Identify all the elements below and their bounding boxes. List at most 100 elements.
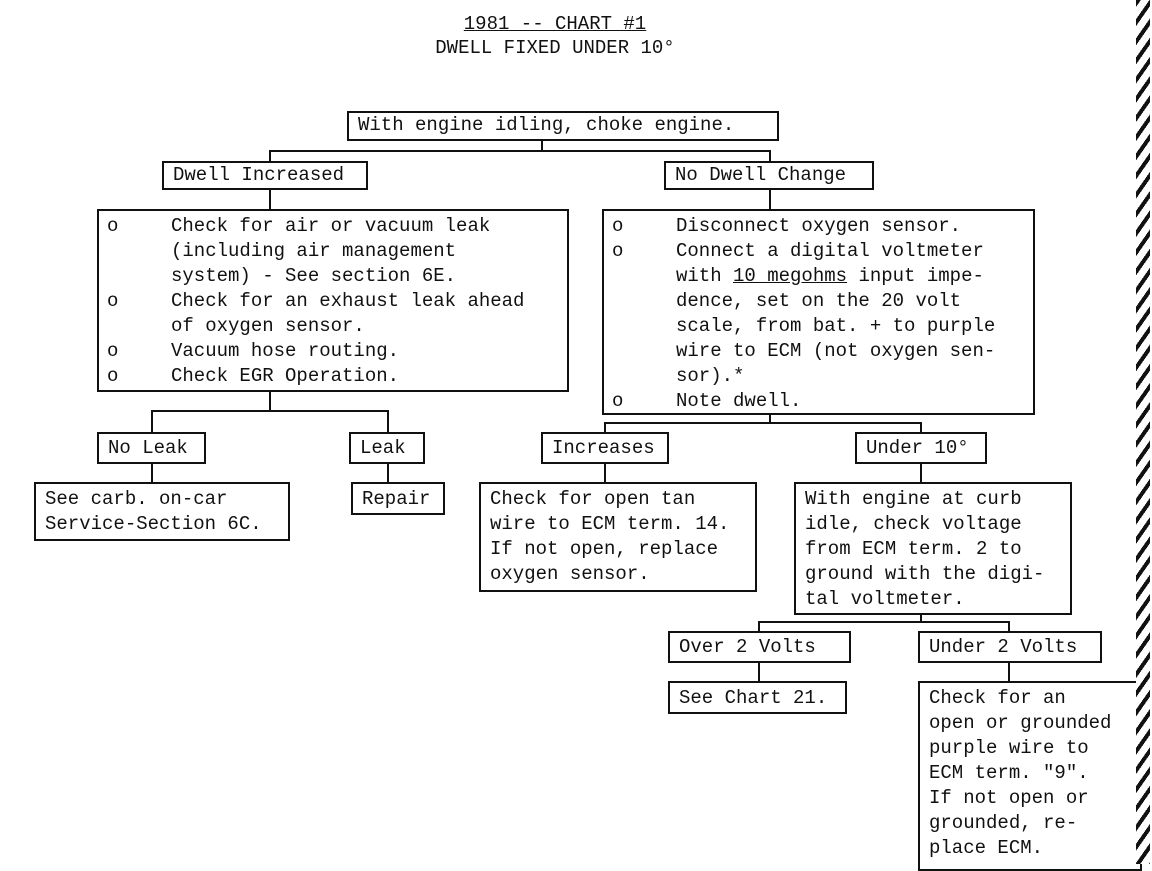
list-text: Connect a digital voltmeter bbox=[676, 240, 984, 262]
list-item: o Vacuum hose routing. bbox=[99, 339, 567, 364]
check-purple-text: ECM term. "9". bbox=[929, 762, 1089, 784]
connector bbox=[758, 621, 760, 633]
check-tan-text: wire to ECM term. 14. bbox=[490, 513, 730, 535]
list-text: Check EGR Operation. bbox=[171, 365, 400, 387]
connector bbox=[541, 139, 543, 151]
bullet: o bbox=[107, 215, 119, 237]
bullet: o bbox=[107, 365, 119, 387]
connector bbox=[604, 422, 606, 434]
connector bbox=[769, 150, 771, 162]
curb-idle-text: With engine at curb bbox=[805, 488, 1022, 510]
list-text: Check for air or vacuum leak bbox=[171, 215, 491, 237]
check-tan-text: Check for open tan bbox=[490, 488, 696, 510]
list-item: (including air management bbox=[99, 239, 567, 264]
list-item: o Check for an exhaust leak ahead bbox=[99, 289, 567, 314]
curb-idle-text: tal voltmeter. bbox=[805, 588, 965, 610]
list-item: with 10 megohms input impe- bbox=[604, 264, 1033, 289]
list-item: of oxygen sensor. bbox=[99, 314, 567, 339]
connector bbox=[758, 661, 760, 683]
bullet: o bbox=[107, 340, 119, 362]
list-text: Disconnect oxygen sensor. bbox=[676, 215, 962, 237]
left-checks-box: o Check for air or vacuum leak (including… bbox=[97, 209, 569, 392]
see-chart21-text: See Chart 21. bbox=[679, 687, 828, 709]
list-item: o Check for air or vacuum leak bbox=[99, 214, 567, 239]
under-10-box: Under 10° bbox=[855, 432, 987, 464]
check-purple-box: Check for an open or grounded purple wir… bbox=[918, 681, 1142, 871]
connector bbox=[604, 422, 922, 424]
connector bbox=[269, 150, 271, 162]
start-text: With engine idling, choke engine. bbox=[358, 114, 735, 136]
connector bbox=[1008, 621, 1010, 633]
repair-text: Repair bbox=[362, 488, 431, 510]
list-item: o Disconnect oxygen sensor. bbox=[604, 214, 1033, 239]
megohms-underlined: 10 megohms bbox=[733, 265, 848, 287]
over-2v-label: Over 2 Volts bbox=[679, 636, 816, 658]
list-text: wire to ECM (not oxygen sen- bbox=[676, 340, 996, 362]
connector bbox=[769, 188, 771, 210]
list-item: o Check EGR Operation. bbox=[99, 364, 567, 389]
connector bbox=[1008, 661, 1010, 683]
list-item: o Connect a digital voltmeter bbox=[604, 239, 1033, 264]
connector bbox=[269, 390, 271, 412]
check-purple-text: grounded, re- bbox=[929, 812, 1078, 834]
check-purple-text: Check for an bbox=[929, 687, 1066, 709]
under-10-label: Under 10° bbox=[866, 437, 969, 459]
no-dwell-change-label: No Dwell Change bbox=[675, 164, 847, 186]
under-2v-label: Under 2 Volts bbox=[929, 636, 1078, 658]
connector bbox=[920, 422, 922, 434]
connector bbox=[387, 410, 389, 434]
bullet: o bbox=[612, 215, 624, 237]
leak-label: Leak bbox=[360, 437, 406, 459]
list-item: sor).* bbox=[604, 364, 1033, 389]
check-purple-text: If not open or bbox=[929, 787, 1089, 809]
chart-title-line1: 1981 -- CHART #1 bbox=[463, 13, 647, 35]
check-purple-text: purple wire to bbox=[929, 737, 1089, 759]
see-carb-text: Service-Section 6C. bbox=[45, 513, 262, 535]
bullet: o bbox=[612, 240, 624, 262]
over-2v-box: Over 2 Volts bbox=[668, 631, 851, 663]
list-item: dence, set on the 20 volt bbox=[604, 289, 1033, 314]
list-text: scale, from bat. + to purple bbox=[676, 315, 996, 337]
connector bbox=[920, 462, 922, 483]
increases-box: Increases bbox=[541, 432, 669, 464]
connector bbox=[151, 410, 153, 434]
list-text: Vacuum hose routing. bbox=[171, 340, 400, 362]
no-dwell-change-box: No Dwell Change bbox=[664, 161, 874, 190]
connector bbox=[151, 410, 389, 412]
connector bbox=[151, 462, 153, 483]
repair-box: Repair bbox=[351, 482, 445, 515]
start-box: With engine idling, choke engine. bbox=[347, 111, 779, 141]
check-purple-text: place ECM. bbox=[929, 837, 1044, 859]
list-item: system) - See section 6E. bbox=[99, 264, 567, 289]
binding-edge-stripe bbox=[1136, 0, 1150, 864]
connector bbox=[920, 613, 922, 623]
list-text: sor).* bbox=[676, 365, 745, 387]
bullet: o bbox=[107, 290, 119, 312]
dwell-increased-box: Dwell Increased bbox=[162, 161, 368, 190]
curb-idle-text: idle, check voltage bbox=[805, 513, 1022, 535]
list-text: Check for an exhaust leak ahead bbox=[171, 290, 525, 312]
list-item: scale, from bat. + to purple bbox=[604, 314, 1033, 339]
see-carb-text: See carb. on-car bbox=[45, 488, 228, 510]
list-text: with 10 megohms input impe- bbox=[676, 265, 984, 287]
check-purple-text: open or grounded bbox=[929, 712, 1112, 734]
connector bbox=[758, 621, 1010, 623]
connector bbox=[769, 413, 771, 424]
list-text: dence, set on the 20 volt bbox=[676, 290, 962, 312]
connector bbox=[604, 462, 606, 483]
list-text: of oxygen sensor. bbox=[171, 315, 365, 337]
list-item: wire to ECM (not oxygen sen- bbox=[604, 339, 1033, 364]
leak-box: Leak bbox=[349, 432, 425, 464]
check-tan-box: Check for open tan wire to ECM term. 14.… bbox=[479, 482, 757, 592]
connector bbox=[269, 150, 771, 152]
list-text: Note dwell. bbox=[676, 390, 802, 412]
curb-idle-box: With engine at curb idle, check voltage … bbox=[794, 482, 1072, 615]
curb-idle-text: from ECM term. 2 to bbox=[805, 538, 1022, 560]
dwell-increased-label: Dwell Increased bbox=[173, 164, 345, 186]
curb-idle-text: ground with the digi- bbox=[805, 563, 1045, 585]
check-tan-text: oxygen sensor. bbox=[490, 563, 650, 585]
list-text: (including air management bbox=[171, 240, 457, 262]
no-leak-box: No Leak bbox=[97, 432, 206, 464]
